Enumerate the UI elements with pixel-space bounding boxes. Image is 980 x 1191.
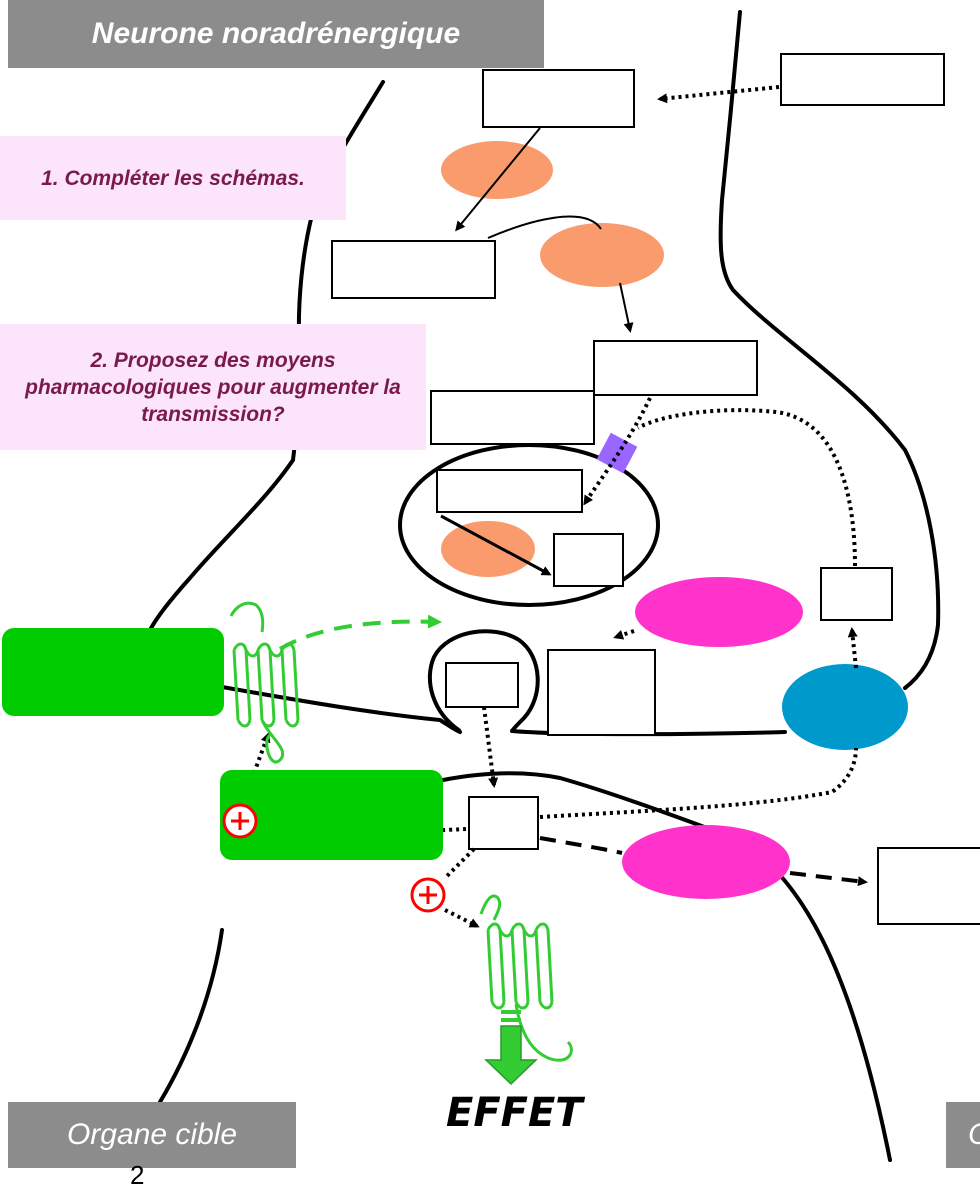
blank-box-vesicle-content[interactable] — [436, 469, 583, 513]
presynaptic-autoreceptor — [229, 601, 300, 764]
enzyme-orange-3 — [441, 521, 535, 577]
postsynaptic-receptor-block — [220, 770, 443, 860]
effect-down-arrow-icon — [484, 1010, 538, 1086]
arrow-precursor-to-intermediate — [455, 127, 541, 232]
instruction-step-2: 2. Proposez des moyens pharmacologiques … — [0, 324, 426, 450]
blank-box-vesicle-product[interactable] — [553, 533, 624, 587]
page-number: 2 — [130, 1160, 145, 1190]
enzyme-orange-2 — [540, 223, 664, 287]
terminal-bottom-membrane — [220, 685, 462, 734]
blank-box-reuptake[interactable] — [820, 567, 893, 621]
stimulation-plus-icon-1 — [222, 803, 258, 839]
arrow-vesicle-release — [482, 706, 499, 788]
blank-box-intermediate-2[interactable] — [593, 340, 758, 396]
enzyme-pink-1 — [635, 577, 803, 647]
blank-box-metabolite-extra[interactable] — [877, 847, 980, 925]
blank-box-precursor-source[interactable] — [780, 53, 945, 106]
postsynaptic-receptor — [479, 894, 573, 1062]
axon-right-membrane — [718, 10, 941, 690]
arrow-cleft-to-postsynaptic — [445, 847, 476, 878]
arrow-cleft-to-reuptake — [539, 747, 858, 819]
arrow-intermediate-connector — [487, 215, 602, 239]
instruction-step-1: 1. Compléter les schémas. — [0, 136, 346, 220]
blank-box-precursor[interactable] — [482, 69, 635, 128]
stimulation-plus-icon-2 — [410, 877, 446, 913]
enzyme-pink-2 — [622, 825, 790, 899]
arrow-reuptake-to-vesicle — [636, 408, 857, 567]
arrow-stim-to-receptor — [444, 908, 480, 928]
neuron-title: Neurone noradrénergique — [8, 0, 544, 68]
target-title-right-partial: C — [946, 1102, 980, 1168]
enzyme-orange-1 — [441, 141, 553, 199]
arrow-metabolite-to-intra — [613, 629, 635, 640]
arrow-reuptake-up — [847, 627, 858, 669]
arrow-to-intermediate-2 — [619, 282, 634, 333]
blank-box-cleft-transmitter[interactable] — [468, 796, 539, 850]
arrow-cleft-metabolism — [539, 836, 865, 882]
exocytosis-vesicle — [427, 629, 540, 733]
synthesis-arrows — [440, 127, 634, 576]
blank-box-intermediate-1[interactable] — [331, 240, 496, 299]
target-organ-title: Organe cible — [8, 1102, 296, 1168]
blank-box-vesicle-released[interactable] — [445, 662, 519, 708]
target-membrane — [158, 928, 224, 1104]
enzymes — [441, 141, 908, 899]
arrow-vesicle-inner — [440, 514, 552, 576]
enzyme-blue-transporter — [782, 664, 908, 750]
effect-label: EFFET — [446, 1090, 583, 1136]
arrow-into-vesicle — [583, 397, 652, 506]
presynaptic-receptor-block — [2, 628, 224, 716]
blank-box-inhibitor[interactable] — [430, 390, 595, 445]
blank-box-metabolite-intra[interactable] — [547, 649, 656, 736]
arrow-green-feedback — [278, 614, 442, 651]
arrow-source-to-precursor — [657, 85, 780, 104]
